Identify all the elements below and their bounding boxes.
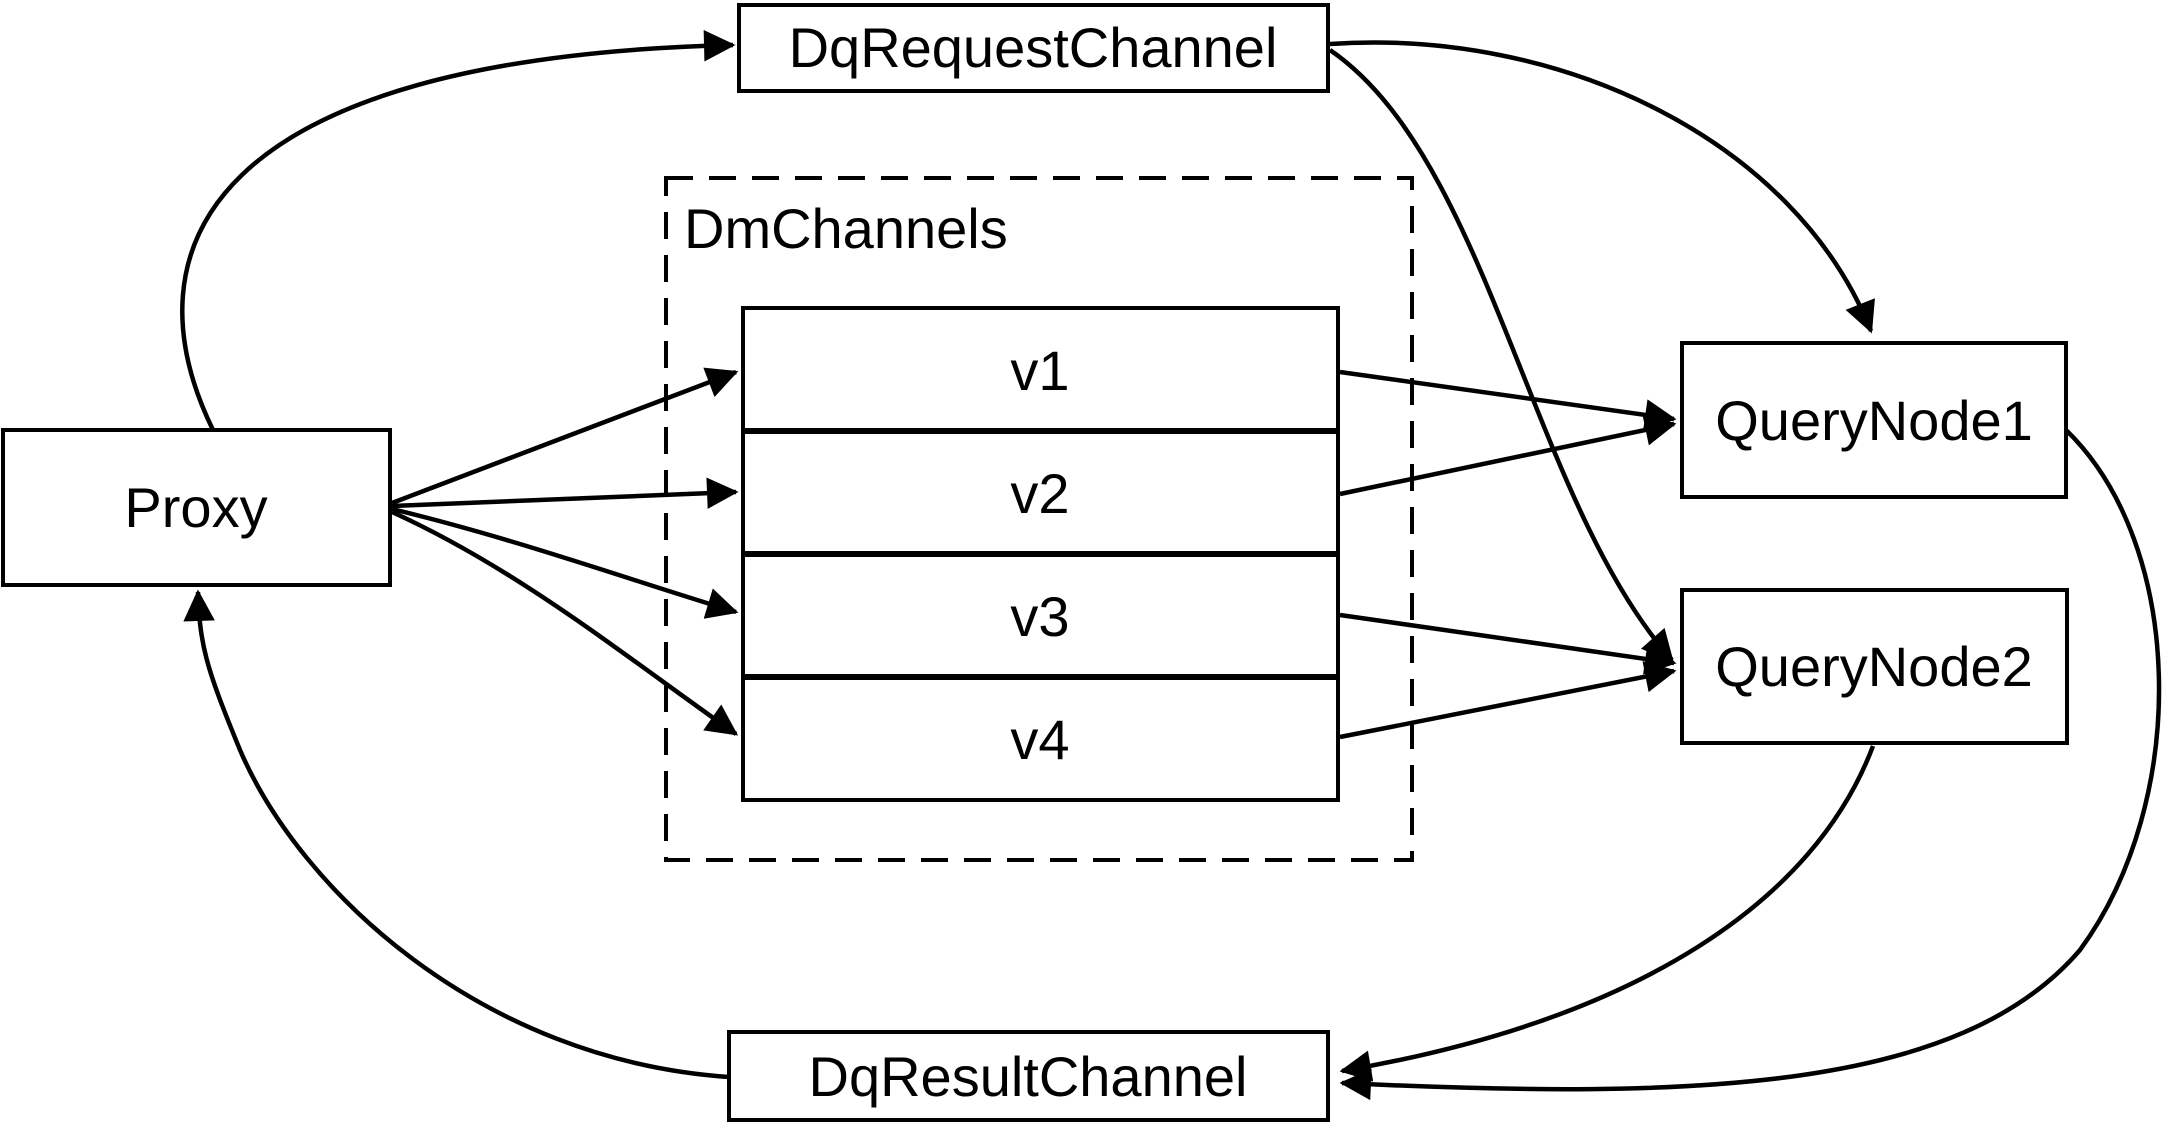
querynode2-label: QueryNode2	[1715, 635, 2033, 698]
dmchannels-stack: v1 v2 v3 v4	[741, 306, 1340, 802]
dqresultchannel-box	[727, 1030, 1330, 1122]
edge-querynode1-to-dqresultchannel	[1339, 428, 2162, 1101]
channel-v1-label: v1	[1010, 339, 1069, 402]
proxy-box	[1, 428, 392, 587]
querynode1-label: QueryNode1	[1715, 389, 2033, 452]
dmchannels-label: DmChannels	[684, 197, 1008, 260]
group-dmchannels: DmChannels v1 v2 v3 v4	[664, 176, 1414, 862]
edge-proxy-to-dqrequestchannel	[180, 29, 736, 431]
querynode1-box	[1680, 341, 2068, 499]
edge-dqresultchannel-to-proxy	[183, 589, 730, 1080]
node-querynode2: QueryNode2	[1680, 588, 2069, 745]
edge-proxy-to-v2	[391, 477, 739, 509]
node-proxy: Proxy	[1, 428, 392, 587]
edge-querynode2-to-dqresultchannel	[1339, 745, 1876, 1082]
edge-v4-to-querynode2	[1339, 661, 1677, 740]
dqrequestchannel-label: DqRequestChannel	[789, 16, 1278, 79]
proxy-label: Proxy	[124, 476, 267, 539]
edge-v3-to-querynode2	[1339, 612, 1677, 675]
channel-v3-label: v3	[1010, 585, 1069, 648]
channel-v2-label: v2	[1010, 462, 1069, 525]
edge-dqrequestchannel-to-querynode2	[1328, 48, 1674, 662]
dqresultchannel-label: DqResultChannel	[809, 1045, 1248, 1108]
edge-proxy-to-v4	[391, 509, 739, 736]
edge-proxy-to-v3	[391, 506, 739, 619]
edge-v2-to-querynode1	[1339, 414, 1677, 497]
edge-proxy-to-v1	[391, 367, 739, 506]
dmchannels-dashed-box	[664, 176, 1414, 862]
channel-v4-label: v4	[1010, 708, 1069, 771]
edge-v1-to-querynode1	[1339, 369, 1677, 431]
node-querynode1: QueryNode1	[1680, 341, 2068, 499]
dqrequestchannel-box	[737, 3, 1330, 93]
node-dqrequestchannel: DqRequestChannel	[737, 3, 1330, 93]
edge-dqrequestchannel-to-querynode1	[1329, 40, 1875, 334]
node-dqresultchannel: DqResultChannel	[727, 1030, 1330, 1122]
querynode2-box	[1680, 588, 2069, 745]
